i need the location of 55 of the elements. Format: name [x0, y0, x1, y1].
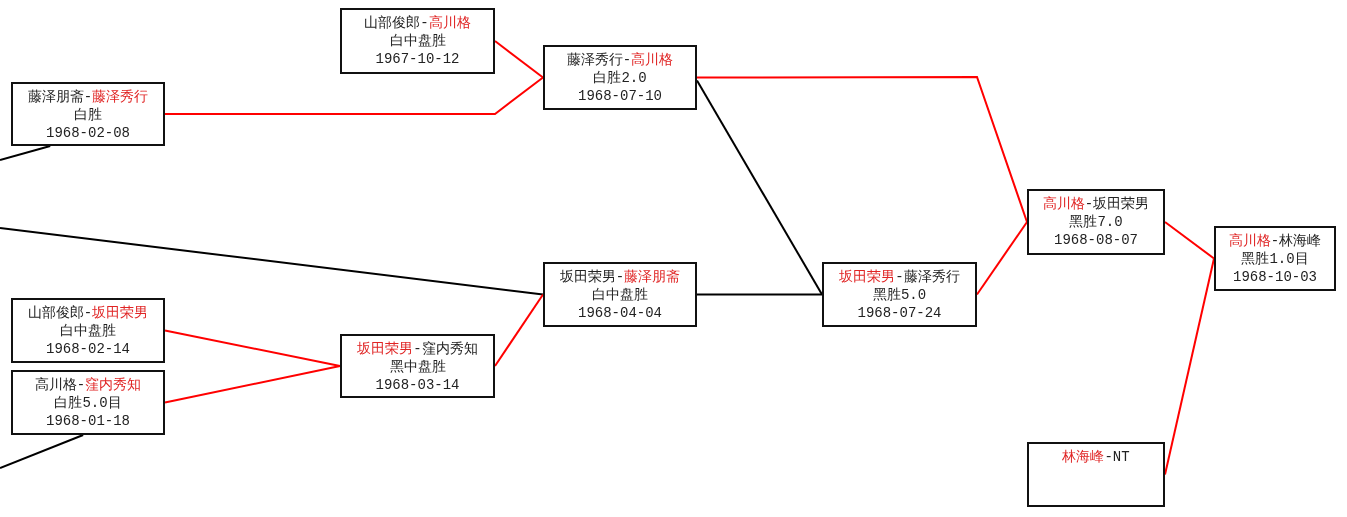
- connector-line: [976, 221, 1028, 296]
- game-result: 白胜: [74, 106, 102, 124]
- player-names: 林海峰-NT: [1062, 448, 1130, 466]
- player-names: 坂田荣男-窪内秀知: [357, 340, 478, 358]
- connector-line: [696, 293, 823, 296]
- match-box: [11, 370, 165, 435]
- connector-line: [696, 79, 823, 296]
- match-box: [340, 8, 495, 74]
- game-result: 白胜2.0: [593, 69, 647, 87]
- game-date: 1968-02-08: [46, 124, 130, 142]
- match-box: [543, 262, 697, 327]
- player-names: 坂田荣男-藤泽秀行: [839, 268, 960, 286]
- game-date: 1967-10-12: [375, 50, 460, 68]
- game-date: 1968-08-07: [1054, 231, 1138, 249]
- match-box: [822, 262, 977, 327]
- connector-line: [0, 227, 544, 296]
- game-result: 黑胜1.0目: [1241, 250, 1309, 268]
- player-names: 藤泽朋斋-藤泽秀行: [27, 88, 149, 106]
- match-box: [11, 82, 165, 146]
- connector-line: [1164, 221, 1215, 260]
- connector-line: [696, 76, 1028, 223]
- game-result: 黑中盘胜: [389, 358, 446, 376]
- connector-line: [494, 293, 544, 367]
- connector-line: [164, 365, 341, 404]
- match-box: [11, 298, 165, 363]
- player-names: 山部俊郎-坂田荣男: [27, 304, 149, 322]
- match-box: [1027, 189, 1165, 255]
- player-names: 高川格-林海峰: [1228, 232, 1322, 250]
- match-box: [340, 334, 495, 398]
- game-date: 1968-04-04: [578, 304, 662, 322]
- player-names: 坂田荣男-藤泽朋斋: [559, 268, 681, 286]
- game-date: 1968-02-14: [46, 340, 130, 358]
- connector-line: [164, 329, 341, 367]
- match-box: [1214, 226, 1336, 291]
- game-result: 白中盘胜: [389, 32, 446, 50]
- connector-line: [494, 40, 544, 79]
- player-names: 高川格-窪内秀知: [34, 376, 142, 394]
- game-date: 1968-07-24: [857, 304, 942, 322]
- game-result: 白中盘胜: [60, 322, 116, 340]
- match-box: [543, 45, 697, 110]
- game-date: 1968-03-14: [375, 376, 460, 394]
- connector-line: [0, 434, 85, 469]
- game-result: 黑胜7.0: [1069, 213, 1123, 231]
- match-box: [1027, 442, 1165, 507]
- game-date: 1968-07-10: [578, 87, 662, 105]
- game-date: 1968-01-18: [46, 412, 130, 430]
- game-result: 白中盘胜: [592, 286, 648, 304]
- connector-line: [164, 76, 544, 115]
- game-date: 1968-10-03: [1233, 268, 1317, 286]
- game-result: 白胜5.0目: [54, 394, 122, 412]
- game-result: 黑胜5.0: [872, 286, 927, 304]
- player-names: 山部俊郎-高川格: [364, 14, 471, 32]
- connector-line: [0, 145, 52, 161]
- player-names: 藤泽秀行-高川格: [566, 51, 674, 69]
- player-names: 高川格-坂田荣男: [1042, 195, 1150, 213]
